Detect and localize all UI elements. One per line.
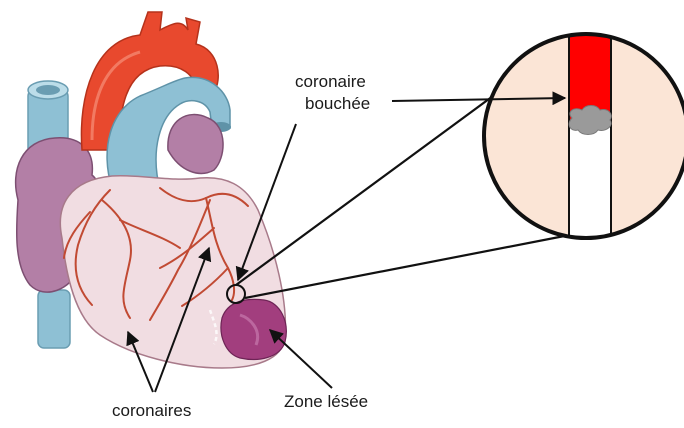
zoom-circle bbox=[484, 30, 684, 245]
heart-illustration bbox=[16, 12, 287, 368]
label-damaged-zone: Zone lésée bbox=[284, 392, 368, 412]
left-atrium bbox=[168, 115, 223, 174]
damaged-tissue bbox=[221, 299, 286, 359]
label-coronaries: coronaires bbox=[112, 401, 191, 421]
label-blocked-line2: bouchée bbox=[305, 94, 370, 114]
blood-clot bbox=[569, 106, 611, 135]
empty-lumen bbox=[569, 120, 611, 245]
label-blocked-line1: coronaire bbox=[295, 72, 366, 92]
